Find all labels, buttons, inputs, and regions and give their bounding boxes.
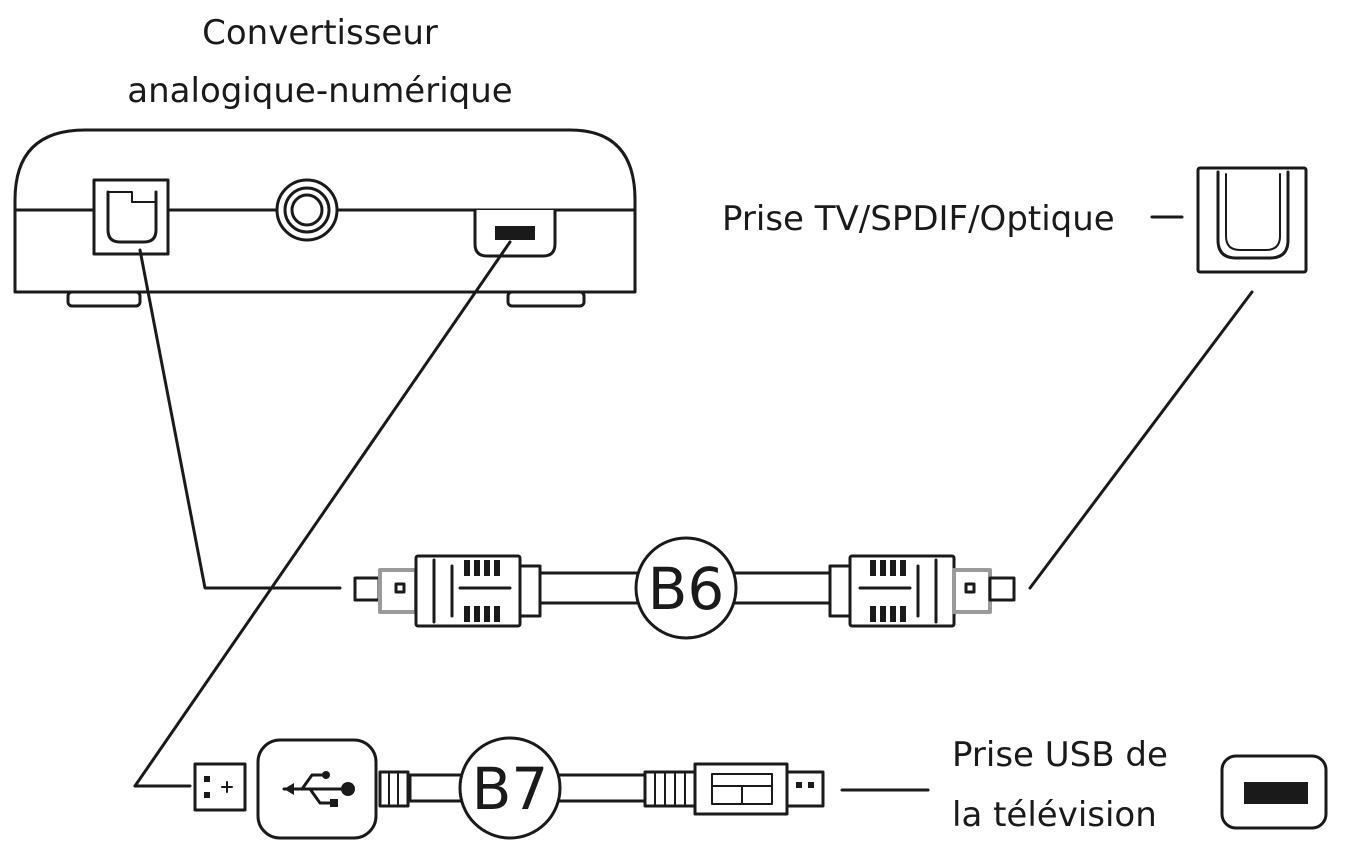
optical-cable-b6 (353, 536, 1016, 640)
device-usb-port (473, 208, 557, 258)
device-title-line2: analogique-numérique (127, 71, 513, 111)
optical-plug-left (353, 554, 542, 628)
usb-cable-b7 (193, 736, 825, 840)
optical-cable-route (138, 248, 342, 590)
converter-device (13, 128, 637, 308)
device-title: Convertisseur analogique-numérique (0, 4, 640, 120)
b7-badge-circle (458, 736, 562, 840)
device-round-jack (275, 178, 339, 242)
optical-plug-right (828, 554, 1016, 628)
b7-badge-label: B7 (472, 755, 549, 823)
usb-cable-route (133, 240, 512, 788)
mini-usb-plug (643, 762, 825, 816)
tv-optical-jack (1196, 166, 1308, 274)
device-title-line1: Convertisseur (202, 13, 438, 53)
device-optical-port (92, 178, 170, 256)
b6-badge-circle (634, 536, 738, 640)
tv-usb-jack (1220, 754, 1328, 830)
optical-port-label: Prise TV/SPDIF/Optique (722, 199, 1115, 239)
optical-tv-route (1028, 290, 1254, 590)
usb-port-label-line2: la télévision (952, 795, 1157, 835)
usb-icon (282, 771, 355, 807)
usb-port-label-line1: Prise USB de (952, 735, 1168, 775)
b6-badge-label: B6 (648, 555, 725, 623)
